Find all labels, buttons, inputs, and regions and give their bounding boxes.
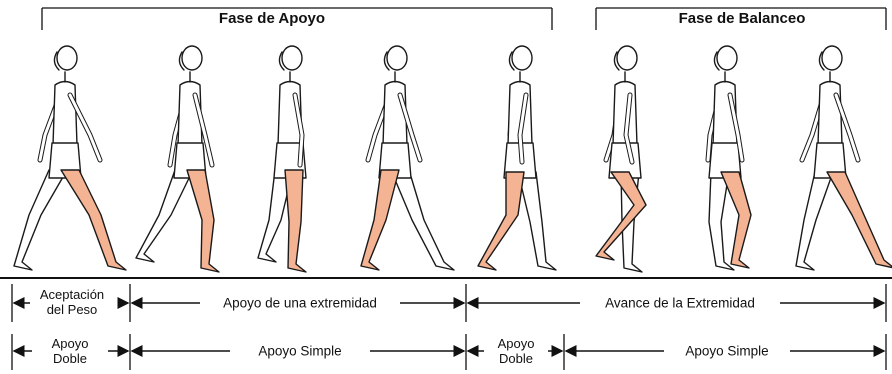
single-support-2-label: Apoyo Simple bbox=[680, 344, 773, 359]
single-limb-support-label: Apoyo de una extremidad bbox=[218, 296, 382, 311]
walker-7 bbox=[708, 46, 751, 270]
double-support-2-label: Apoyo Doble bbox=[498, 336, 535, 366]
walker-5 bbox=[478, 46, 556, 270]
walker-6 bbox=[596, 46, 646, 272]
stance-phase-title: Fase de Apoyo bbox=[213, 10, 331, 27]
swing-phase-title: Fase de Balanceo bbox=[673, 10, 812, 27]
walker-1 bbox=[14, 46, 126, 270]
weight-acceptance-label: Aceptación del Peso bbox=[40, 287, 104, 317]
walker-3 bbox=[258, 46, 306, 272]
walker-4 bbox=[361, 46, 454, 270]
single-support-1-label: Apoyo Simple bbox=[253, 344, 346, 359]
walker-8 bbox=[796, 46, 892, 270]
walker-2 bbox=[136, 46, 219, 272]
double-support-1-label: Apoyo Doble bbox=[52, 336, 89, 366]
limb-advancement-label: Avance de la Extremidad bbox=[600, 296, 760, 311]
